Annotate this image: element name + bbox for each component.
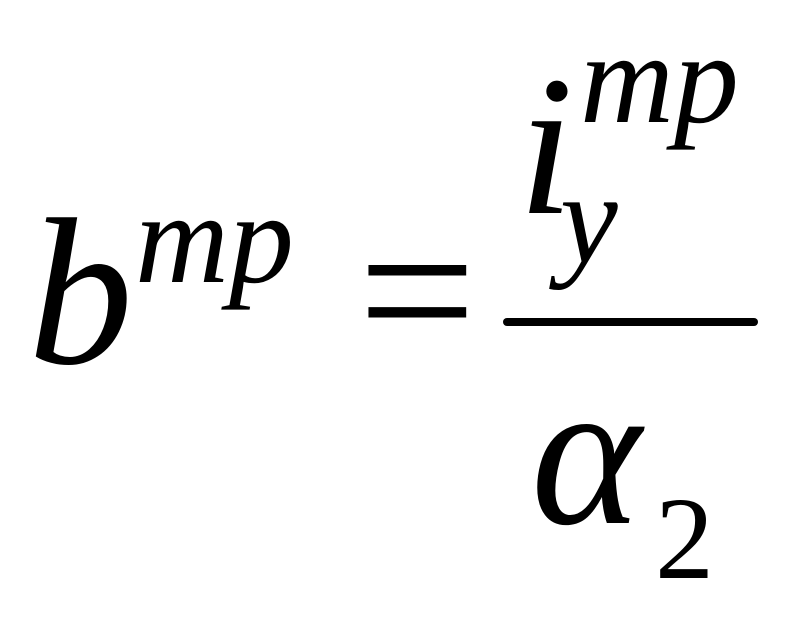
numerator-base: i	[518, 36, 574, 257]
denominator-base: α	[531, 337, 642, 569]
numerator-subscript: y	[560, 147, 618, 291]
lhs-base: b	[28, 177, 133, 409]
numerator-superscript: mp	[580, 7, 739, 151]
equals-sign: =	[358, 175, 477, 407]
lhs-superscript: mp	[135, 167, 294, 311]
denominator-subscript: 2	[655, 473, 714, 604]
fraction-bar	[503, 318, 758, 326]
